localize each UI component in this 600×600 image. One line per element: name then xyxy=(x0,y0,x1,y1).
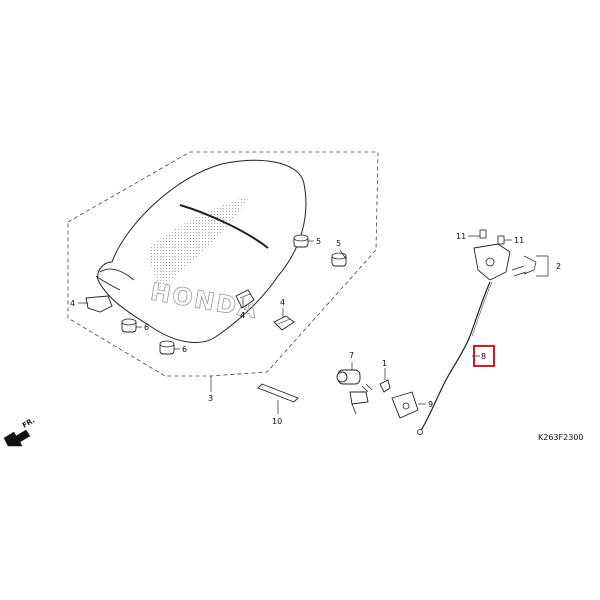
bolt-11-left[interactable] xyxy=(468,229,487,239)
seat[interactable]: HONDA xyxy=(95,159,307,343)
part-label-4-left: 4 xyxy=(70,299,75,308)
part-label-3: 3 xyxy=(208,394,213,403)
latch-assembly-2[interactable] xyxy=(473,243,549,281)
part-label-5-lower: 5 xyxy=(336,239,341,248)
part-label-6-lower: 6 xyxy=(182,345,187,354)
seat-lock-cable-8[interactable] xyxy=(417,281,493,435)
bracket-4-middle[interactable] xyxy=(235,289,255,309)
bracket-4-right[interactable] xyxy=(273,315,295,331)
clip-1[interactable] xyxy=(379,368,391,393)
strap-10[interactable] xyxy=(257,383,299,414)
part-label-5-upper: 5 xyxy=(316,237,321,246)
part-label-4-right: 4 xyxy=(280,298,285,307)
rubber-6-lower[interactable] xyxy=(159,340,175,355)
lock-plate-9[interactable] xyxy=(391,391,426,419)
part-label-2: 2 xyxy=(556,262,561,271)
seat-lock-7[interactable] xyxy=(336,362,373,415)
seat-logo-wing xyxy=(149,196,250,288)
front-direction-label: FR. xyxy=(21,416,36,429)
part-label-8: 8 xyxy=(481,352,486,361)
bolt-11-right[interactable] xyxy=(497,235,512,245)
front-direction-arrow-icon xyxy=(3,429,31,447)
part-label-1: 1 xyxy=(382,359,387,368)
part-label-11-right: 11 xyxy=(514,236,524,245)
bracket-4-left[interactable] xyxy=(85,295,113,313)
rubber-5-upper[interactable] xyxy=(293,234,309,248)
part-label-7: 7 xyxy=(349,351,354,360)
seat-assembly-outline xyxy=(67,151,379,377)
rubber-5-lower[interactable] xyxy=(331,252,347,267)
part-label-4-middle: 4 xyxy=(240,311,245,320)
leader-lines xyxy=(78,240,347,392)
part-label-9: 9 xyxy=(428,400,433,409)
rubber-6-upper[interactable] xyxy=(121,318,137,333)
part-label-11-left: 11 xyxy=(456,232,466,241)
part-label-6-upper: 6 xyxy=(144,323,149,332)
part-label-10: 10 xyxy=(272,417,282,426)
diagram-code: K263F2300 xyxy=(538,433,583,442)
highlight-box-part-8 xyxy=(473,345,495,367)
